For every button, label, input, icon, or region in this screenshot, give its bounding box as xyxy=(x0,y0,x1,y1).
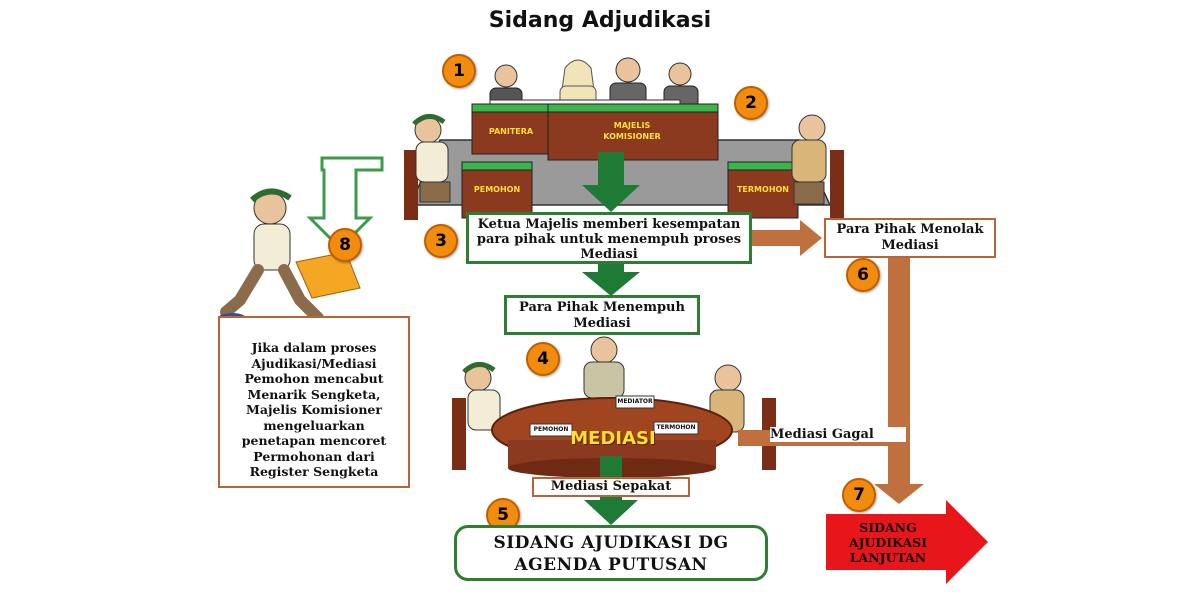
judges-group xyxy=(489,57,699,109)
ketua-majelis-box: Ketua Majelis memberi kesempatan para pi… xyxy=(466,212,752,264)
putusan-box: SIDANG AJUDIKASI DG AGENDA PUTUSAN xyxy=(454,525,768,581)
majelis-desk xyxy=(547,103,719,161)
mediasi-sepakat-label: Mediasi Sepakat xyxy=(532,477,690,497)
lanjutan-arrow-shape xyxy=(826,500,988,584)
termohon-person xyxy=(791,114,844,220)
mediasi-termohon-label: TERMOHON xyxy=(656,424,696,431)
panitera-label: PANITERA xyxy=(488,127,534,136)
step-badge-8: 8 xyxy=(328,228,362,262)
majelis-label: MAJELIS KOMISIONER xyxy=(603,121,661,141)
step-badge-2: 2 xyxy=(734,86,768,120)
step-badge-4: 4 xyxy=(526,342,560,376)
mediator-label: MEDIATOR xyxy=(617,398,653,405)
page-title: Sidang Adjudikasi xyxy=(488,8,712,33)
mediasi-table-label: MEDIASI xyxy=(570,428,656,449)
pencabutan-box: Jika dalam proses Ajudikasi/Mediasi Pemo… xyxy=(218,316,410,488)
menolak-mediasi-box: Para Pihak Menolak Mediasi xyxy=(824,218,996,258)
mediasi-pemohon-label: PEMOHON xyxy=(533,426,569,433)
pemohon-person xyxy=(404,114,451,220)
withdrawing-person xyxy=(218,188,361,327)
termohon-desk-label: TERMOHON xyxy=(736,185,790,194)
termohon-desk xyxy=(727,161,799,219)
pemohon-desk-label: PEMOHON xyxy=(473,185,521,194)
menempuh-mediasi-box: Para Pihak Menempuh Mediasi xyxy=(504,295,700,335)
step-badge-3: 3 xyxy=(424,224,458,258)
step-badge-7: 7 xyxy=(842,478,876,512)
lanjutan-label: SIDANG AJUDIKASI LANJUTAN xyxy=(848,520,928,565)
pemohon-desk xyxy=(461,161,533,219)
panitera-desk xyxy=(471,103,551,155)
step-badge-6: 6 xyxy=(846,258,880,292)
step-badge-1: 1 xyxy=(442,54,476,88)
mediasi-gagal-label: Mediasi Gagal xyxy=(770,427,906,442)
